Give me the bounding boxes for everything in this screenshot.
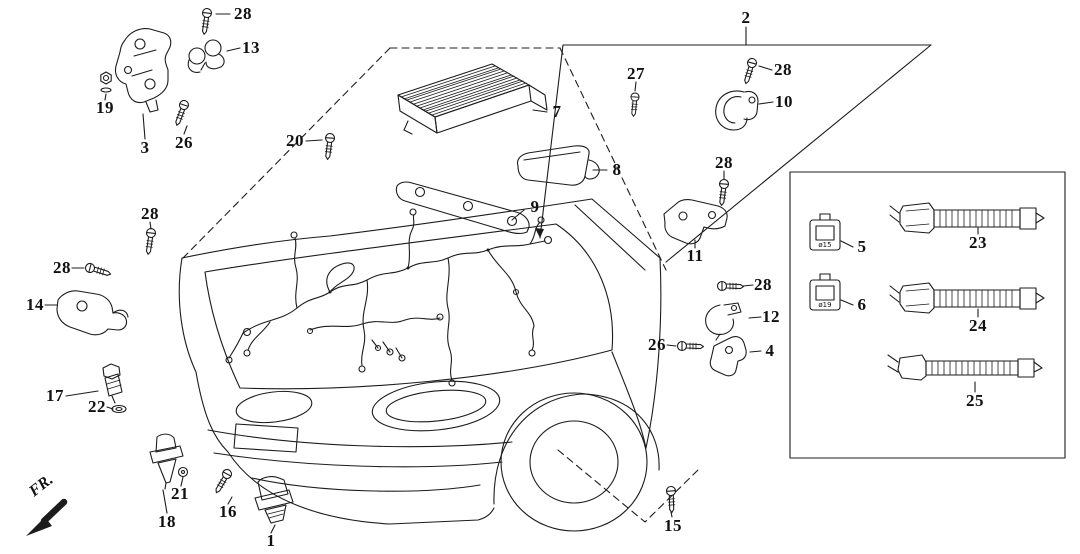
callout-28-d: 28 — [754, 275, 772, 294]
bolt-20 — [323, 132, 336, 161]
part-5-clip: ø15 — [809, 213, 841, 251]
part-8-cover — [516, 145, 600, 186]
bolt-16 — [212, 467, 234, 496]
callout-19: 19 — [96, 98, 114, 117]
callout-5: 5 — [857, 237, 867, 256]
part-23-sub-cord — [889, 202, 1045, 234]
callout-21: 21 — [171, 484, 189, 503]
callout-1: 1 — [266, 531, 276, 550]
callout-18: 18 — [158, 512, 176, 531]
bolt-28-f — [83, 261, 113, 279]
callout-25: 25 — [966, 391, 984, 410]
clip-5-size-label: ø15 — [818, 241, 831, 249]
part-21-grommet — [177, 466, 189, 478]
car-body — [178, 198, 662, 532]
clip-6-size-label: ø19 — [818, 301, 831, 309]
bolt-28-d — [716, 280, 745, 292]
callout-11: 11 — [686, 246, 704, 265]
bolt-26-a — [172, 98, 191, 128]
part-22-washer — [111, 404, 127, 414]
bolt-28-b — [741, 56, 759, 86]
part-13-clamp — [187, 39, 225, 73]
part-9-bracket-bar — [395, 181, 530, 235]
callout-7: 7 — [552, 102, 562, 121]
callout-28-c: 28 — [715, 153, 733, 172]
fr-label: FR. — [25, 471, 56, 501]
callout-16: 16 — [219, 502, 237, 521]
callout-26-b: 26 — [648, 335, 666, 354]
fr-direction-arrow: FR. — [25, 471, 68, 536]
callout-10: 10 — [775, 92, 793, 111]
callout-14: 14 — [26, 295, 44, 314]
detail-box: ø15 ø19 — [789, 171, 1066, 459]
callout-28-a: 28 — [234, 4, 252, 23]
callout-2: 2 — [741, 8, 751, 27]
callout-28-b: 28 — [774, 60, 792, 79]
headlight-left — [235, 390, 313, 424]
part-17-sensor — [102, 363, 123, 404]
part-11-bracket — [663, 199, 728, 245]
dashed-boundary — [182, 47, 701, 523]
part-12-clamp — [705, 302, 742, 341]
callout-27: 27 — [627, 64, 645, 83]
bolt-28-a — [199, 7, 213, 36]
part-4-bracket — [709, 336, 747, 377]
callout-28-e: 28 — [141, 204, 159, 223]
bolt-28-c — [717, 178, 730, 207]
callout-13: 13 — [242, 38, 260, 57]
leader-lines — [44, 13, 979, 534]
callout-22: 22 — [88, 397, 106, 416]
part-3-bracket — [114, 28, 172, 113]
callout-3: 3 — [140, 138, 150, 157]
part-24-sub-cord — [889, 282, 1045, 314]
part-25-sub-cord — [887, 354, 1043, 381]
callout-4: 4 — [765, 341, 775, 360]
callout-26-a: 26 — [175, 133, 193, 152]
callout-2-bracket — [535, 26, 932, 263]
wiring-harness — [225, 208, 553, 387]
bolt-28-e — [143, 227, 157, 256]
part-6-clip: ø19 — [809, 273, 841, 311]
callout-15: 15 — [664, 516, 682, 535]
callout-20: 20 — [286, 131, 304, 150]
part-14-bracket — [56, 290, 129, 336]
part-18-sensor — [149, 433, 184, 490]
license-plate — [233, 423, 299, 453]
part-7-control-module — [397, 63, 548, 135]
callout-17: 17 — [46, 386, 64, 405]
bolt-26-b — [676, 340, 705, 352]
callout-12: 12 — [762, 307, 780, 326]
callout-28-f: 28 — [53, 258, 71, 277]
part-1-sensor — [254, 476, 294, 524]
part-10-clamp — [715, 90, 759, 131]
bolt-27 — [629, 92, 640, 118]
nut-19 — [100, 71, 112, 93]
callout-23: 23 — [969, 233, 987, 252]
callout-9: 9 — [530, 197, 540, 216]
headlight-right — [371, 380, 501, 432]
callout-6: 6 — [857, 295, 867, 314]
callout-24: 24 — [969, 316, 987, 335]
callout-8: 8 — [612, 160, 622, 179]
